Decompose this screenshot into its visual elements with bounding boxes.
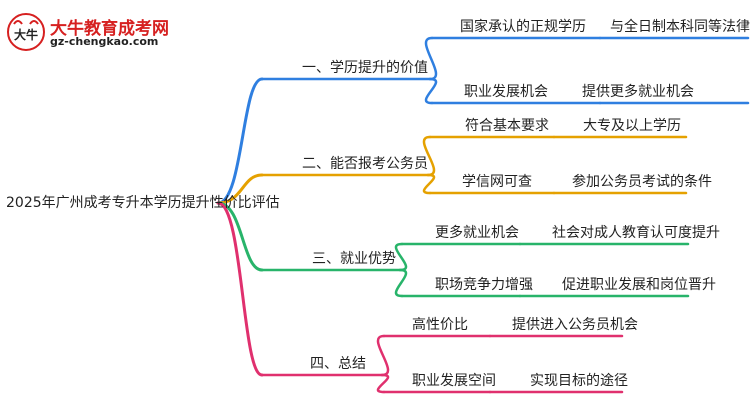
item-label-4-1: 高性价比 bbox=[412, 317, 468, 333]
detail-label-3-2: 促进职业发展和岗位晋升 bbox=[562, 277, 716, 293]
item-label-3-1: 更多就业机会 bbox=[435, 225, 519, 241]
detail-label-1-2: 提供更多就业机会 bbox=[582, 84, 694, 100]
item-connector-2-1 bbox=[422, 135, 436, 177]
item-connector-4-2 bbox=[376, 373, 390, 394]
branch-label-1: 一、学历提升的价值 bbox=[302, 60, 428, 76]
logo-name: 大牛教育成考网 bbox=[50, 19, 169, 39]
branch-connector-3 bbox=[216, 201, 264, 272]
item-connector-4-1 bbox=[376, 334, 390, 377]
item-label-4-2: 职业发展空间 bbox=[412, 373, 496, 389]
branch-connector-1 bbox=[216, 77, 264, 205]
detail-label-1-1: 与全日制本科同等法律效力 bbox=[610, 19, 750, 35]
item-label-1-2: 职业发展机会 bbox=[464, 84, 548, 100]
detail-label-3-1: 社会对成人教育认可度提升 bbox=[552, 225, 720, 241]
detail-label-4-2: 实现目标的途径 bbox=[530, 373, 628, 389]
logo-mark-text: 大牛 bbox=[14, 27, 38, 42]
detail-label-2-2: 参加公务员考试的条件 bbox=[572, 174, 712, 190]
item-connector-2-2 bbox=[422, 173, 436, 195]
item-connector-3-2 bbox=[394, 268, 408, 298]
branch-label-3: 三、就业优势 bbox=[312, 251, 396, 267]
item-label-2-2: 学信网可查 bbox=[462, 174, 532, 190]
root-topic: 2025年广州成考专升本学历提升性价比评估 bbox=[6, 195, 280, 211]
branch-label-2: 二、能否报考公务员 bbox=[302, 156, 428, 172]
branch-connector-2 bbox=[216, 173, 264, 205]
item-connector-1-1 bbox=[424, 36, 438, 81]
bull-logo-icon: 大牛 bbox=[7, 13, 45, 51]
item-connector-1-2 bbox=[424, 77, 438, 105]
item-connector-3-1 bbox=[394, 242, 408, 272]
branch-connector-4 bbox=[216, 201, 264, 377]
branch-label-4: 四、总结 bbox=[310, 356, 366, 372]
detail-label-4-1: 提供进入公务员机会 bbox=[512, 317, 638, 333]
item-label-3-2: 职场竞争力增强 bbox=[435, 277, 533, 293]
item-label-1-1: 国家承认的正规学历 bbox=[460, 19, 586, 35]
logo: 大牛 大牛教育成考网 gz-chengkao.com bbox=[6, 12, 176, 52]
detail-label-2-1: 大专及以上学历 bbox=[583, 118, 681, 134]
logo-url: gz-chengkao.com bbox=[50, 35, 159, 48]
item-label-2-1: 符合基本要求 bbox=[465, 118, 549, 134]
